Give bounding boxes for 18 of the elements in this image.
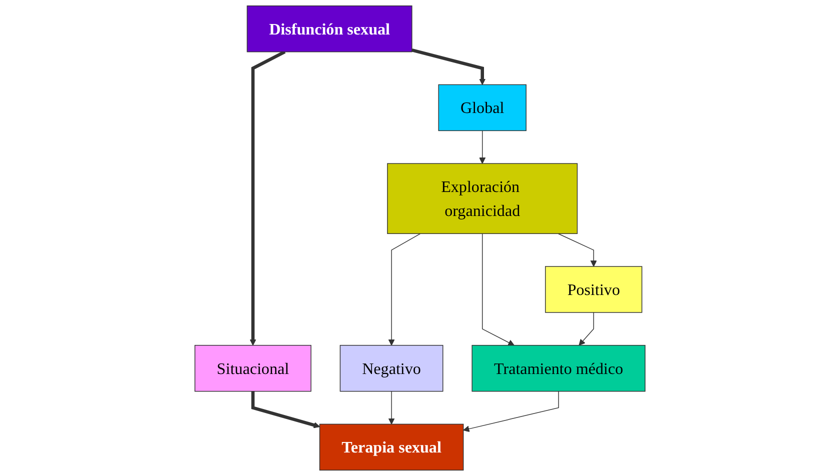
node-box: Positivo — [545, 266, 642, 313]
arrow — [479, 130, 486, 164]
node-box: Exploración organicidad — [387, 163, 578, 234]
node-box: Disfunción sexual — [246, 5, 412, 52]
node-box: Tratamiento médico — [472, 344, 646, 392]
arrow — [463, 390, 559, 432]
arrow — [578, 312, 594, 346]
arrow — [388, 390, 395, 424]
node-box: Situacional — [194, 344, 312, 392]
arrow — [412, 48, 486, 85]
node-box: Global — [438, 84, 526, 132]
arrow — [250, 50, 286, 346]
arrow — [251, 391, 320, 428]
node-box: Terapia sexual — [319, 424, 464, 471]
arrow — [558, 233, 597, 267]
arrow — [388, 233, 421, 346]
arrow — [482, 233, 514, 346]
node-box: Negativo — [340, 344, 444, 392]
